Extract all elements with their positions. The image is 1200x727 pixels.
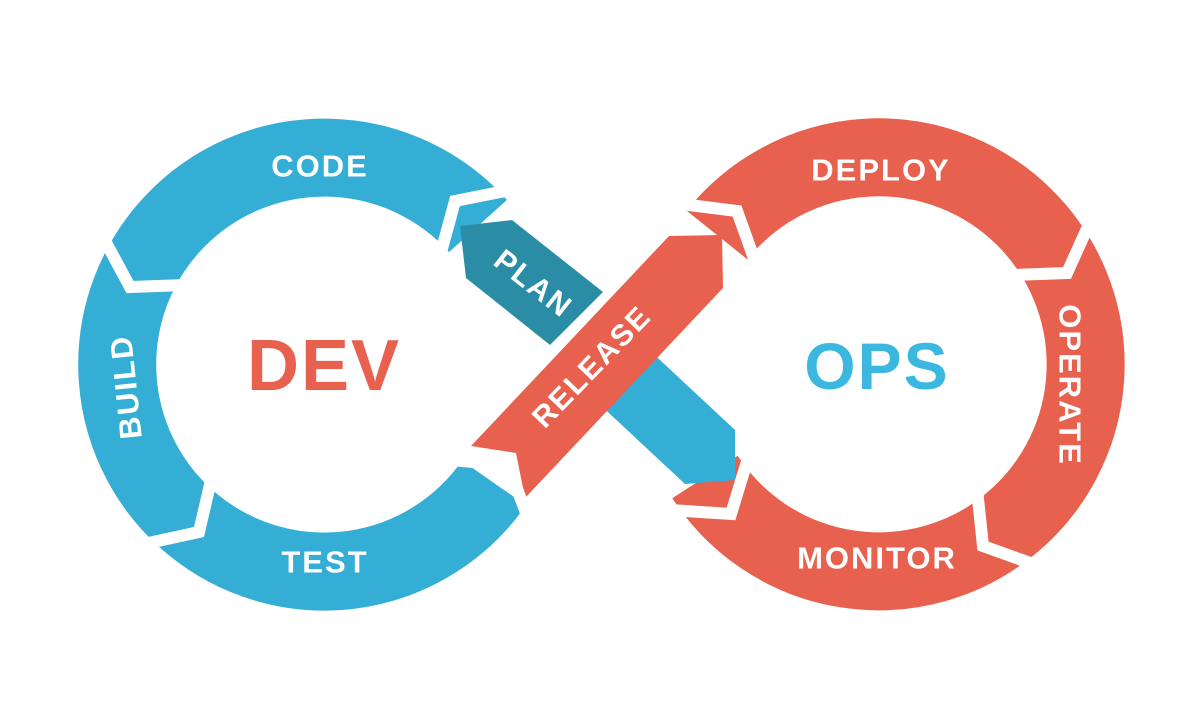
label-code: CODE bbox=[271, 149, 369, 184]
dev-loop-ring bbox=[78, 118, 526, 611]
label-deploy: DEPLOY bbox=[811, 153, 950, 188]
chevron-build-test bbox=[142, 474, 218, 550]
ops-loop-ring bbox=[672, 118, 1125, 611]
label-monitor: MONITOR bbox=[797, 541, 957, 576]
chevron-monitor-tail bbox=[669, 453, 755, 521]
chevron-deploy-operate bbox=[1010, 219, 1096, 281]
chevron-release-deploy bbox=[680, 198, 762, 267]
ops-loop-title: OPS bbox=[804, 329, 949, 403]
chevron-test-head bbox=[450, 454, 534, 521]
chevron-code-tail bbox=[434, 184, 512, 258]
label-operate: OPERATE bbox=[1053, 304, 1088, 466]
label-test: TEST bbox=[281, 545, 368, 580]
dev-loop-title: DEV bbox=[247, 326, 401, 406]
chevron-operate-monitor bbox=[971, 488, 1039, 571]
release-ribbon bbox=[471, 235, 723, 498]
plan-tag-ribbon bbox=[460, 220, 603, 345]
chevron-code-build bbox=[97, 234, 187, 294]
